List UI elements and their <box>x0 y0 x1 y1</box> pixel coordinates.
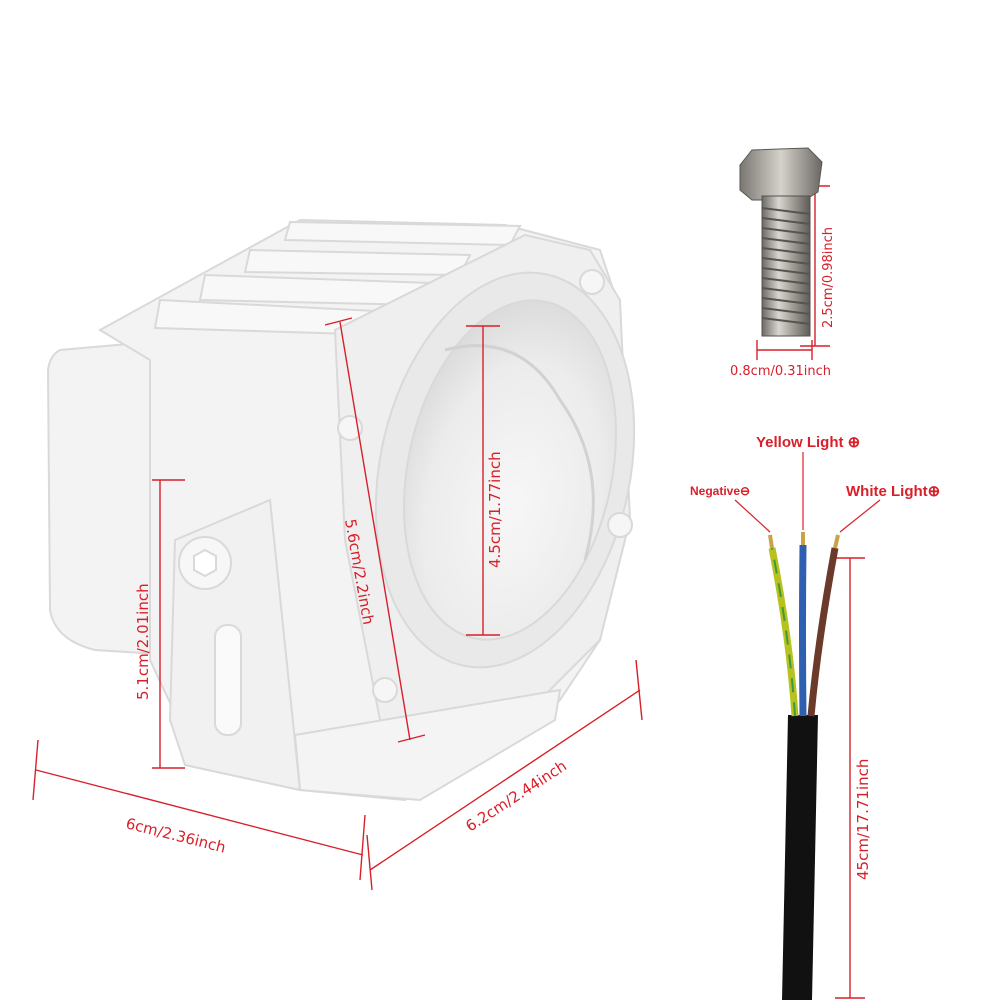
height-left-label: 5.1cm/2.01inch <box>134 583 152 700</box>
screw <box>372 677 398 703</box>
lens-label: 4.5cm/1.77inch <box>486 451 504 568</box>
cable-length-label: 45cm/17.71inch <box>854 759 872 880</box>
wire-yellow-green-stripe <box>771 547 796 717</box>
bolt-diameter-label: 0.8cm/0.31inch <box>730 364 831 379</box>
lens-highlight <box>444 344 595 561</box>
hex-socket <box>193 548 217 578</box>
wire-brown <box>807 547 839 717</box>
cooling-fin <box>243 248 472 277</box>
wiring-illustration <box>734 452 881 1000</box>
screw <box>579 269 605 295</box>
cooling-fin <box>283 220 522 247</box>
bolt-shank <box>761 195 811 337</box>
bolt-head <box>739 147 823 201</box>
light-unit-illustration <box>46 218 636 802</box>
yellow-light-label: Yellow Light ⊕ <box>756 434 860 451</box>
lens <box>403 299 617 641</box>
bolt-threads <box>761 207 811 325</box>
wire-blue <box>799 544 807 717</box>
width-bottom-label: 6cm/2.36inch <box>124 814 228 856</box>
dimension-lines <box>32 185 865 999</box>
bolt-illustration <box>739 147 823 337</box>
bolt-length-label: 2.5cm/0.98inch <box>821 227 836 328</box>
wire-yellow-green <box>768 547 799 717</box>
white-light-label: White Light⊕ <box>846 483 940 500</box>
screw <box>607 512 633 538</box>
bottom-plate <box>293 688 562 802</box>
negative-label: Negative⊖ <box>690 484 750 498</box>
bracket-slot <box>214 624 242 736</box>
screw <box>337 415 363 441</box>
depth-bottom-label: 6.2cm/2.44inch <box>462 757 570 836</box>
cable-sheath <box>782 715 818 1000</box>
